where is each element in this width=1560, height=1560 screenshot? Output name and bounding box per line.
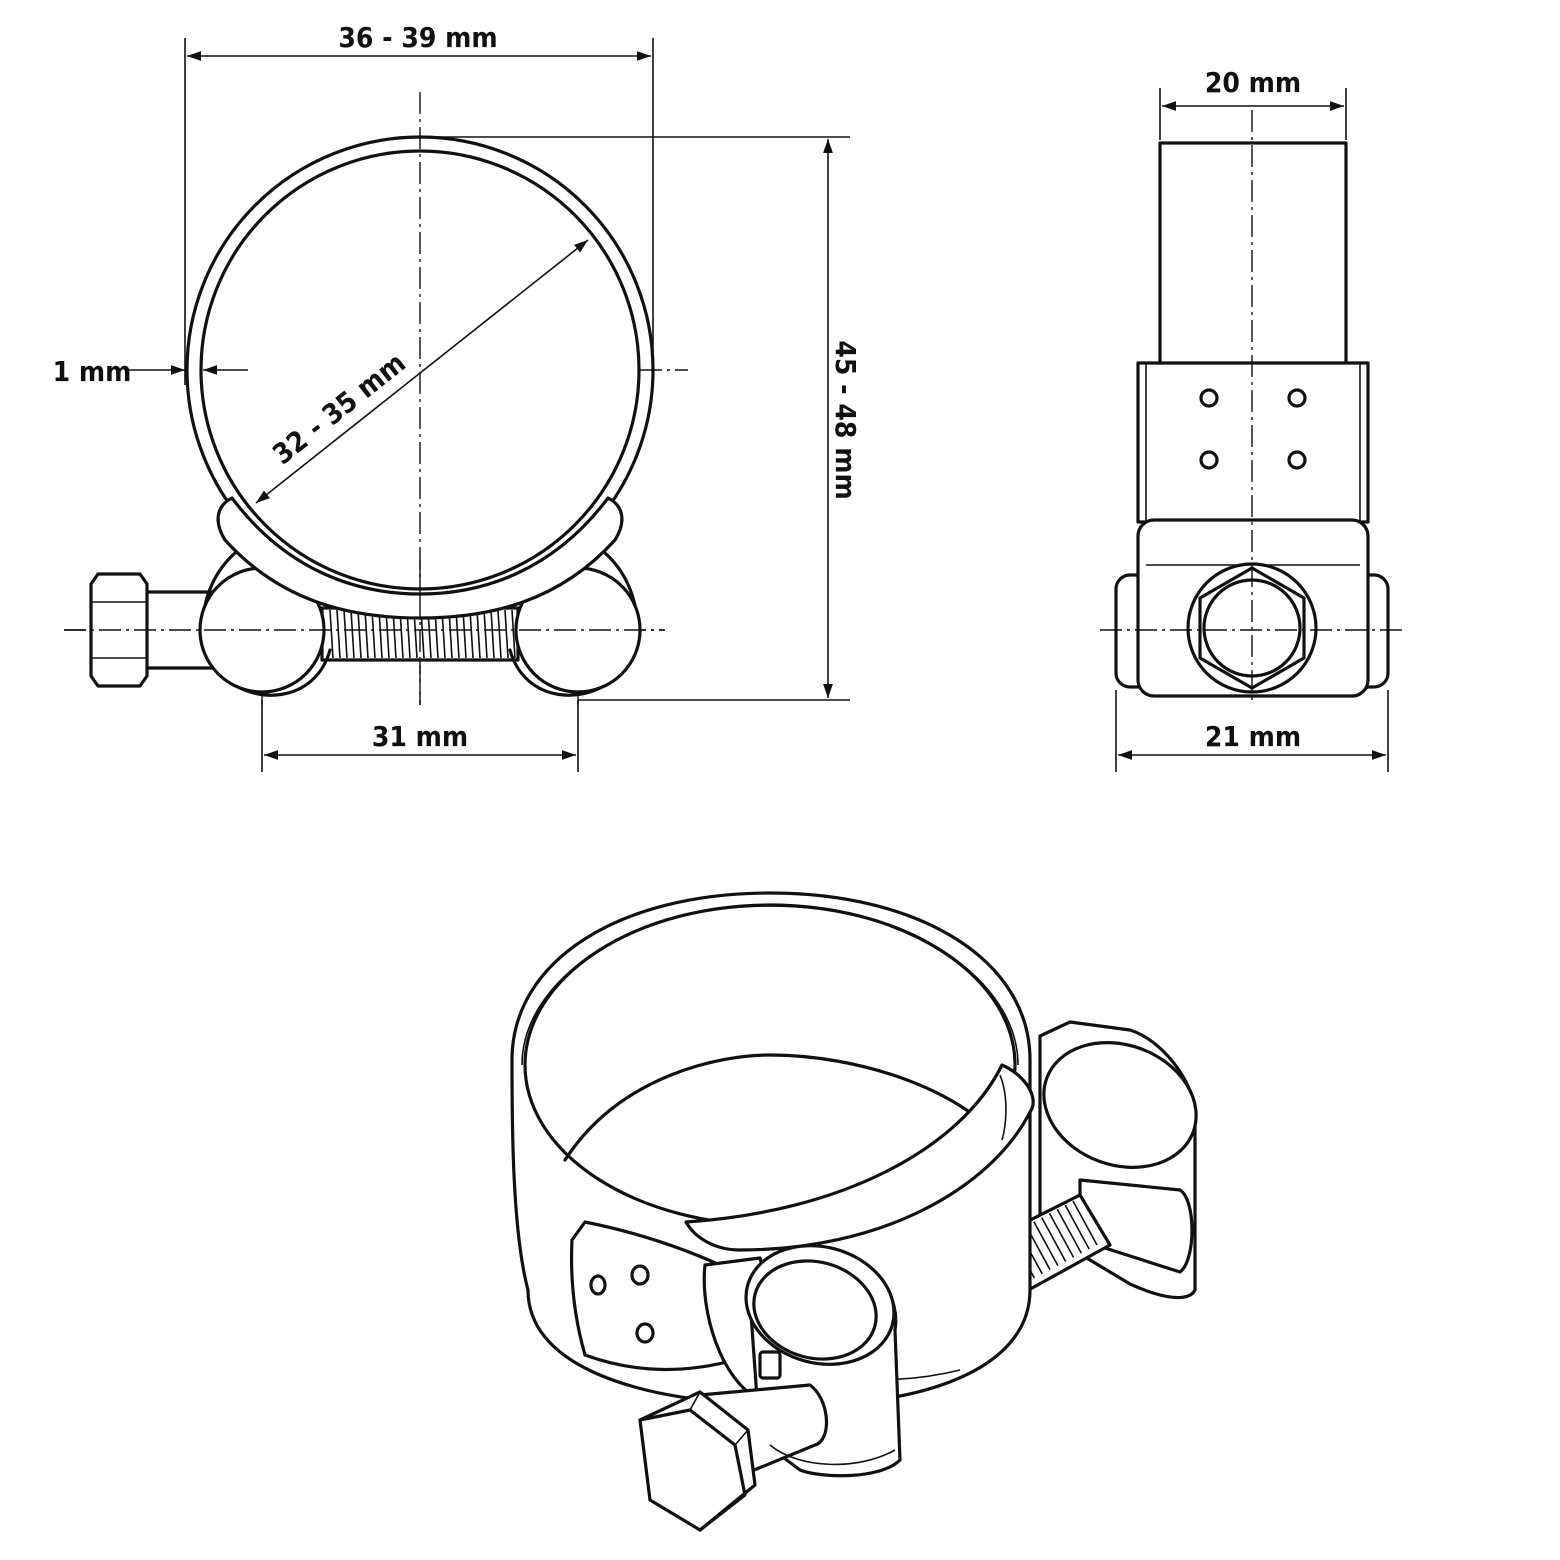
rivet-hole <box>1287 388 1307 408</box>
thread-ridge <box>343 609 348 659</box>
thread-ridge <box>371 609 376 659</box>
iso-bridge-plate <box>684 1063 1035 1252</box>
iso-nut-notch <box>758 1350 782 1380</box>
dim-45-48-label: 45 - 48 mm <box>829 340 862 499</box>
thread-ridge <box>462 609 467 659</box>
dim-36-39-label: 36 - 39 mm <box>338 21 497 54</box>
dim-21-label: 21 mm <box>1205 720 1301 753</box>
iso-rivet-hole <box>635 1322 655 1344</box>
iso-hex-bolt-edge <box>734 1429 749 1446</box>
dim-32-35-line <box>255 239 589 504</box>
iso-front-lug-top-inner <box>752 1259 878 1361</box>
rivet-hole <box>1199 450 1219 470</box>
thread-ridge <box>378 609 383 659</box>
thread-ridge <box>504 609 509 659</box>
iso-band-rim-edge <box>521 905 1019 1066</box>
thread-ridge <box>476 609 481 659</box>
thread-ridge <box>329 609 334 659</box>
iso-thread-ridge <box>1040 1217 1067 1262</box>
side-band-strip <box>1158 141 1348 367</box>
iso-right-lug-barrel-body <box>1078 1178 1194 1274</box>
iso-rivet-plate <box>569 1220 737 1372</box>
bridge-plate <box>216 496 624 620</box>
iso-rivet-hole <box>589 1274 607 1296</box>
iso-band-inner-wall <box>563 1053 1002 1162</box>
side-view: 20 mm 21 mm <box>1100 66 1402 772</box>
iso-thread-ridge <box>1064 1204 1090 1250</box>
iso-bridge-plate-edge <box>999 1074 1007 1141</box>
thread-ridge <box>497 609 502 659</box>
thread-ridge <box>455 609 460 659</box>
rivet-hole <box>1287 450 1307 470</box>
iso-thread-ridge <box>1072 1200 1098 1246</box>
iso-thread-ridge <box>1056 1208 1083 1254</box>
thread-ridge <box>469 609 474 659</box>
rivet-hole <box>1199 388 1219 408</box>
thread-ridge <box>357 609 362 659</box>
iso-rivet-hole <box>630 1264 650 1286</box>
thread-ridge <box>350 609 355 659</box>
dim-20-label: 20 mm <box>1205 66 1301 99</box>
dim-32-35-label: 32 - 35 mm <box>266 346 411 471</box>
iso-front-lug-top <box>744 1244 896 1366</box>
iso-right-lug-barrel-top <box>1042 1041 1198 1169</box>
dim-1mm-label: 1 mm <box>53 355 132 388</box>
thread-ridge <box>364 609 369 659</box>
isometric-view <box>510 891 1198 1532</box>
thread-ridge <box>336 609 341 659</box>
iso-front-lug-bottom <box>769 1444 896 1466</box>
side-bridge-plate-inner <box>1145 363 1361 522</box>
thread-ridge <box>483 609 488 659</box>
iso-thread-ridge <box>1033 1221 1059 1267</box>
dim-31-label: 31 mm <box>372 720 468 753</box>
side-bridge-plate <box>1136 361 1370 524</box>
iso-thread-ridge <box>1048 1213 1075 1258</box>
thread-ridge <box>490 609 495 659</box>
iso-hex-bolt-edge <box>689 1391 701 1411</box>
thread-ridge <box>511 609 516 659</box>
front-view: 36 - 39 mm 1 mm 32 - 35 mm 45 - 48 mm 31… <box>53 21 862 772</box>
